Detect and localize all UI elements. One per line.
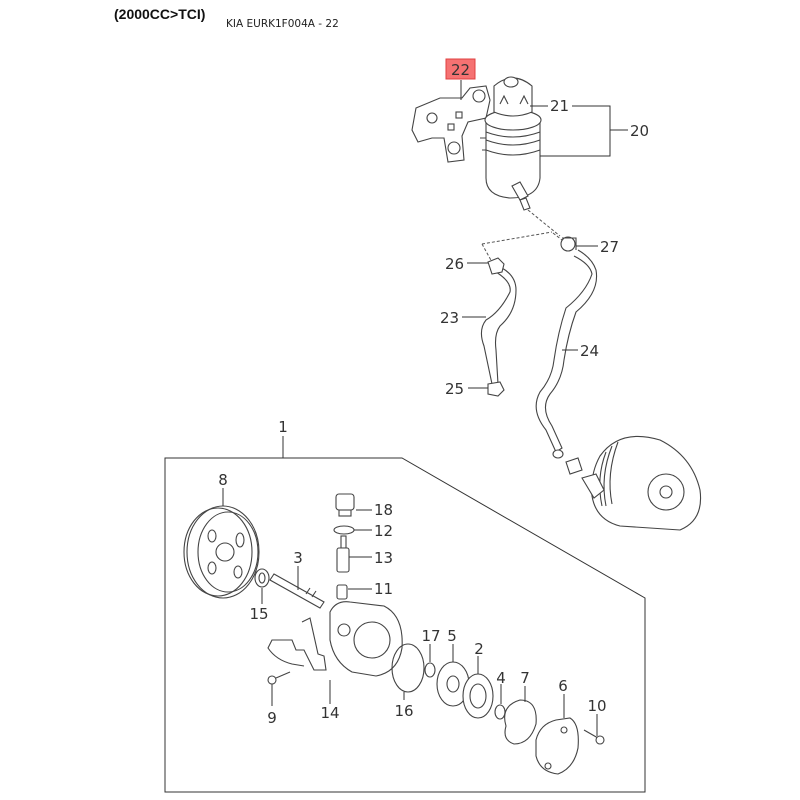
reservoir-outlet (511, 181, 531, 211)
callout-6[interactable]: 6 (558, 677, 568, 695)
hose-23[interactable] (480, 267, 517, 385)
o-ring-16[interactable] (391, 643, 425, 693)
callout-5[interactable]: 5 (447, 627, 457, 645)
callout-10[interactable]: 10 (587, 697, 606, 715)
callout-11[interactable]: 11 (374, 580, 393, 598)
engine-variant-label: (2000CC>TCI) (114, 6, 206, 22)
callout-15[interactable]: 15 (249, 605, 268, 623)
callout-3[interactable]: 3 (293, 549, 303, 567)
pump-assembly-frame (164, 457, 646, 793)
spring-11[interactable] (336, 584, 348, 600)
connection-guide-lines (481, 209, 563, 263)
connector-18[interactable] (335, 493, 355, 517)
selected-callout-highlight (445, 58, 476, 80)
leader-lines (222, 80, 628, 736)
callout-18[interactable]: 18 (374, 501, 393, 519)
callout-8[interactable]: 8 (218, 471, 228, 489)
reservoir-body[interactable] (480, 109, 542, 199)
rotor-2[interactable] (462, 673, 494, 719)
bolt-9[interactable] (267, 671, 291, 685)
rear-cover-6[interactable] (535, 717, 579, 775)
diagram-code-label: KIA EURK1F004A - 22 (226, 18, 339, 30)
valve-13[interactable] (336, 535, 350, 573)
oil-seal-15[interactable] (254, 568, 270, 588)
pump-housing[interactable] (329, 601, 403, 677)
pulley-8[interactable] (183, 505, 260, 599)
callout-9[interactable]: 9 (267, 709, 277, 727)
bracket-14[interactable] (267, 617, 327, 671)
snap-ring-4[interactable] (494, 704, 506, 720)
callout-2[interactable]: 2 (474, 640, 484, 658)
hose-24[interactable] (535, 249, 598, 459)
clamp-25[interactable] (487, 381, 505, 397)
callout-24[interactable]: 24 (580, 342, 599, 360)
callout-23[interactable]: 23 (440, 309, 459, 327)
reservoir-cap[interactable] (493, 76, 533, 117)
reservoir-bracket[interactable] (411, 85, 491, 163)
callout-7[interactable]: 7 (520, 669, 530, 687)
callout-14[interactable]: 14 (320, 704, 339, 722)
assembled-pump (565, 435, 702, 531)
callout-4[interactable]: 4 (496, 669, 506, 687)
callout-20[interactable]: 20 (630, 122, 649, 140)
o-ring-17[interactable] (424, 662, 436, 678)
callout-21[interactable]: 21 (550, 97, 569, 115)
clamp-26[interactable] (487, 257, 505, 275)
callout-27[interactable]: 27 (600, 238, 619, 256)
callout-1[interactable]: 1 (278, 418, 288, 436)
clamp-27[interactable] (560, 236, 577, 252)
bolt-10[interactable] (583, 729, 605, 745)
o-ring-12[interactable] (333, 525, 355, 535)
callout-25[interactable]: 25 (445, 380, 464, 398)
callout-17[interactable]: 17 (421, 627, 440, 645)
callout-16[interactable]: 16 (394, 702, 413, 720)
shaft-3[interactable] (269, 573, 325, 609)
callout-26[interactable]: 26 (445, 255, 464, 273)
callout-22[interactable]: 22 (451, 61, 470, 79)
gasket-7[interactable] (504, 699, 537, 745)
callout-12[interactable]: 12 (374, 522, 393, 540)
callout-13[interactable]: 13 (374, 549, 393, 567)
